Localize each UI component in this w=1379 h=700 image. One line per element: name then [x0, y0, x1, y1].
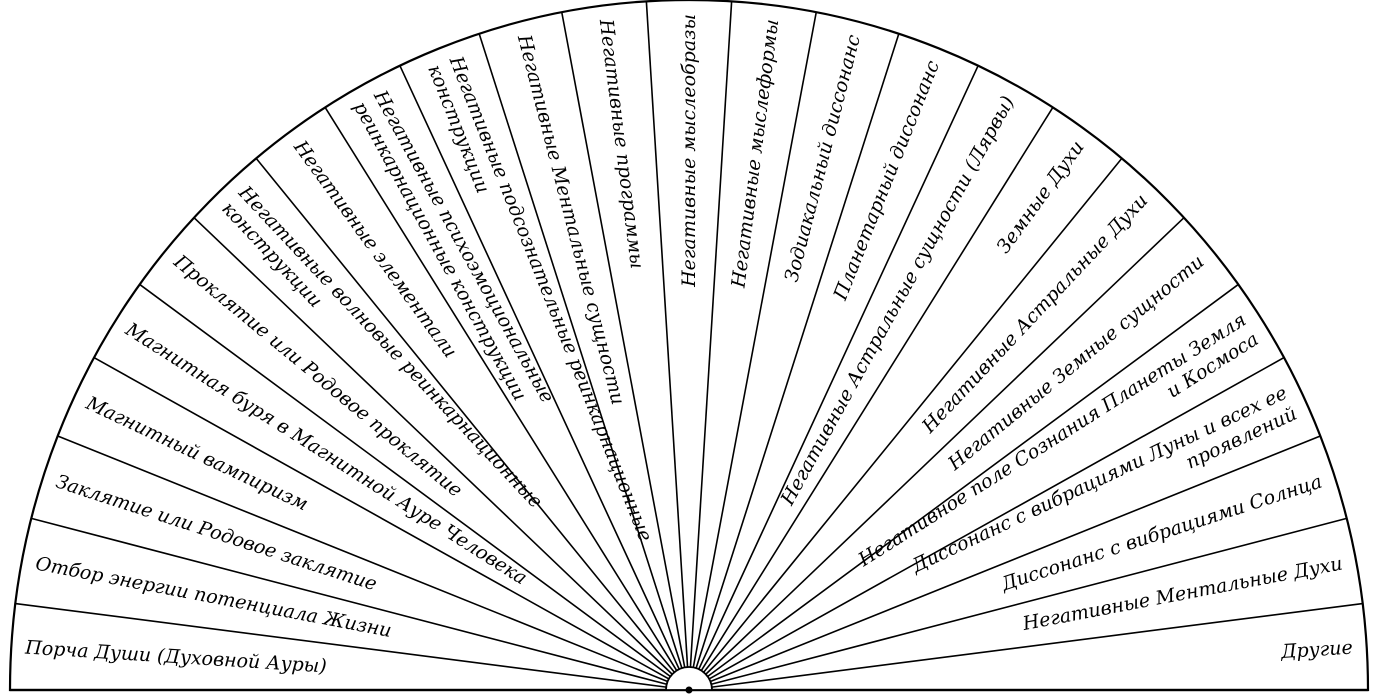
sector-label: Другие	[1279, 637, 1353, 664]
sector-divider	[711, 602, 1363, 688]
hub-semicircle	[665, 666, 713, 691]
center-dot	[685, 686, 693, 694]
sector-13: Негативные мыслеобразы	[678, 14, 700, 288]
sector-25: Другие	[1279, 637, 1353, 664]
sector-divider	[139, 283, 671, 678]
sector-divider	[478, 33, 683, 669]
sector-divider	[692, 12, 818, 668]
sector-divider	[689, 1, 733, 668]
sector-divider	[695, 33, 900, 669]
sector-divider	[324, 106, 678, 672]
sector-divider	[255, 157, 675, 673]
sector-divider	[399, 65, 680, 670]
sector-divider	[560, 12, 686, 668]
sector-divider	[193, 217, 673, 675]
sector-divider	[707, 283, 1239, 678]
sector-label: Негативные мыслеобразы	[678, 14, 700, 288]
sector-divider	[698, 65, 979, 670]
sector-divider	[31, 517, 667, 686]
sector-divider	[708, 356, 1285, 680]
sector-divider	[711, 517, 1347, 686]
outer-arc	[8, 0, 1370, 692]
sector-divider	[15, 602, 667, 688]
sector-dividers	[15, 1, 1363, 688]
sector-divider	[57, 435, 668, 683]
sector-divider	[645, 1, 689, 668]
sector-divider	[710, 435, 1321, 683]
sector-divider	[700, 106, 1054, 672]
sector-divider	[705, 217, 1185, 675]
sector-divider	[703, 157, 1123, 673]
sector-divider	[93, 356, 670, 680]
